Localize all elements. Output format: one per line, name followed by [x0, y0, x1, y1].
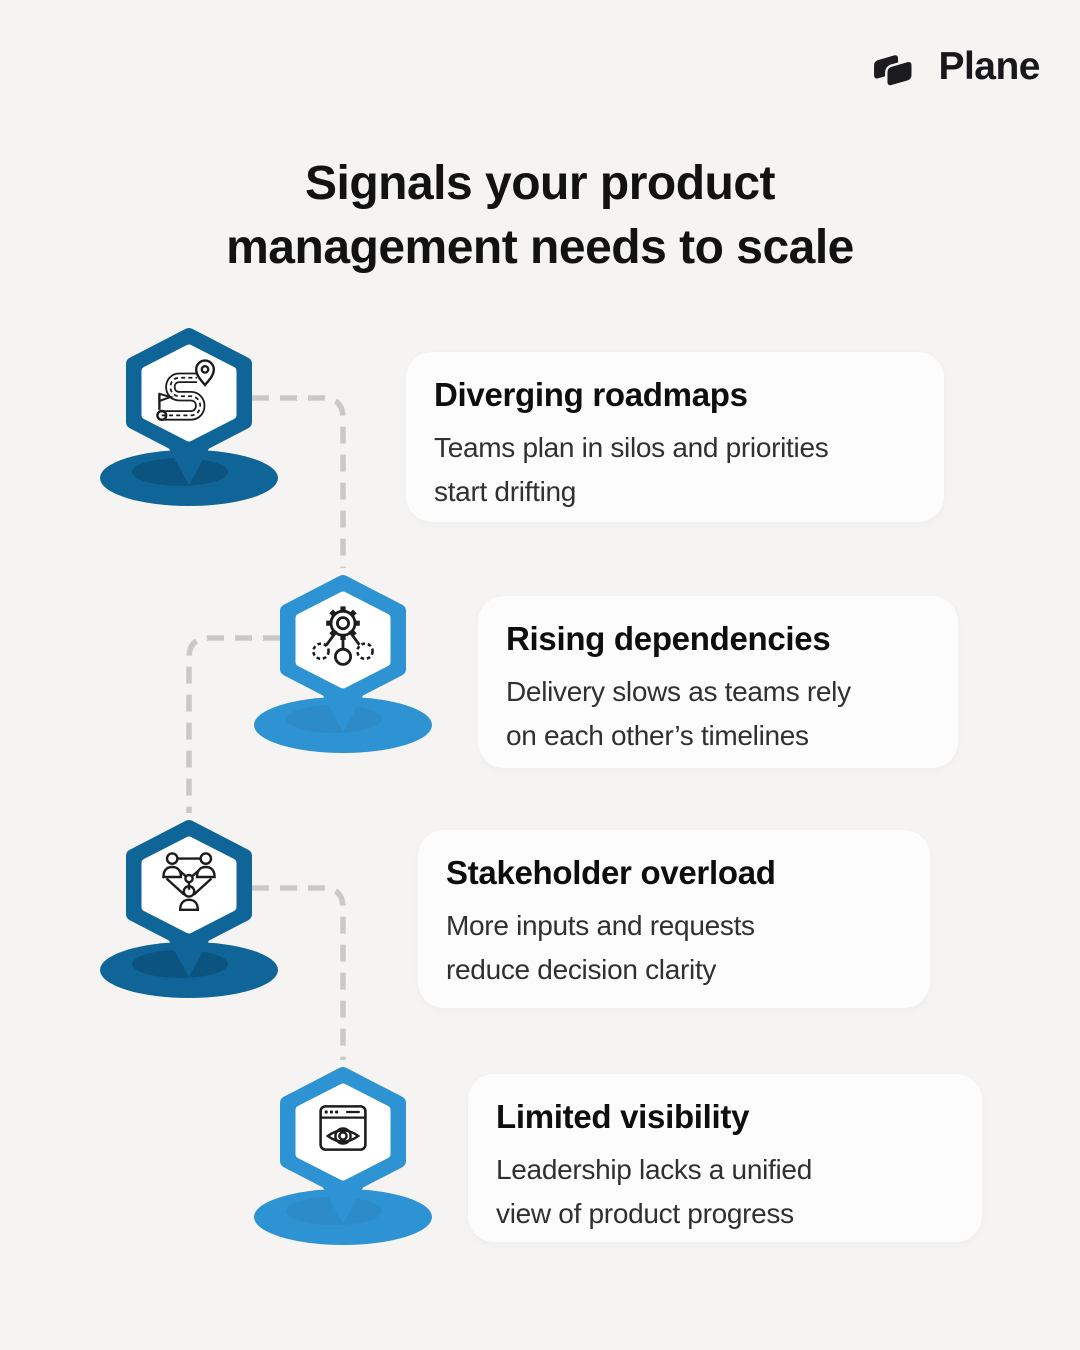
page-title: Signals your product management needs to…	[0, 152, 1080, 280]
dashed-connector-2	[186, 635, 280, 813]
card-title: Stakeholder overload	[446, 854, 776, 891]
card-description: Teams plan in silos and priorities start…	[434, 432, 829, 507]
plane-logo-text: Plane	[938, 44, 1040, 88]
card-description: Delivery slows as teams rely on each oth…	[506, 676, 851, 751]
signal-card-stakeholder-overload: Stakeholder overload More inputs and req…	[418, 830, 930, 1008]
page-title-line-1: Signals your product	[304, 157, 776, 210]
hexagon-pin-stakeholder-overload	[100, 820, 278, 998]
gear-dependencies-icon	[312, 606, 374, 666]
card-title: Diverging roadmaps	[434, 376, 748, 413]
browser-eye-icon	[319, 1105, 367, 1151]
card-title: Limited visibility	[496, 1098, 750, 1135]
stakeholder-network-icon	[162, 852, 216, 912]
dashed-connector-1	[252, 395, 346, 568]
plane-logo-icon	[874, 55, 915, 88]
hexagon-pin-rising-dependencies	[254, 575, 432, 753]
plane-logo: Plane	[870, 42, 1040, 90]
dashed-connector-3	[252, 885, 346, 1060]
hexagon-pin-diverging-roadmaps	[100, 328, 278, 506]
card-title: Rising dependencies	[506, 620, 831, 657]
signal-card-limited-visibility: Limited visibility Leadership lacks a un…	[468, 1074, 982, 1242]
roadmap-icon	[156, 359, 216, 422]
card-description: Leadership lacks a unified view of produ…	[496, 1154, 812, 1229]
card-description: More inputs and requests reduce decision…	[446, 910, 755, 985]
signal-card-rising-dependencies: Rising dependencies Delivery slows as te…	[478, 596, 958, 768]
page-title-line-2: management needs to scale	[226, 221, 854, 274]
hexagon-pin-limited-visibility	[254, 1067, 432, 1245]
signal-card-diverging-roadmaps: Diverging roadmaps Teams plan in silos a…	[406, 352, 944, 522]
